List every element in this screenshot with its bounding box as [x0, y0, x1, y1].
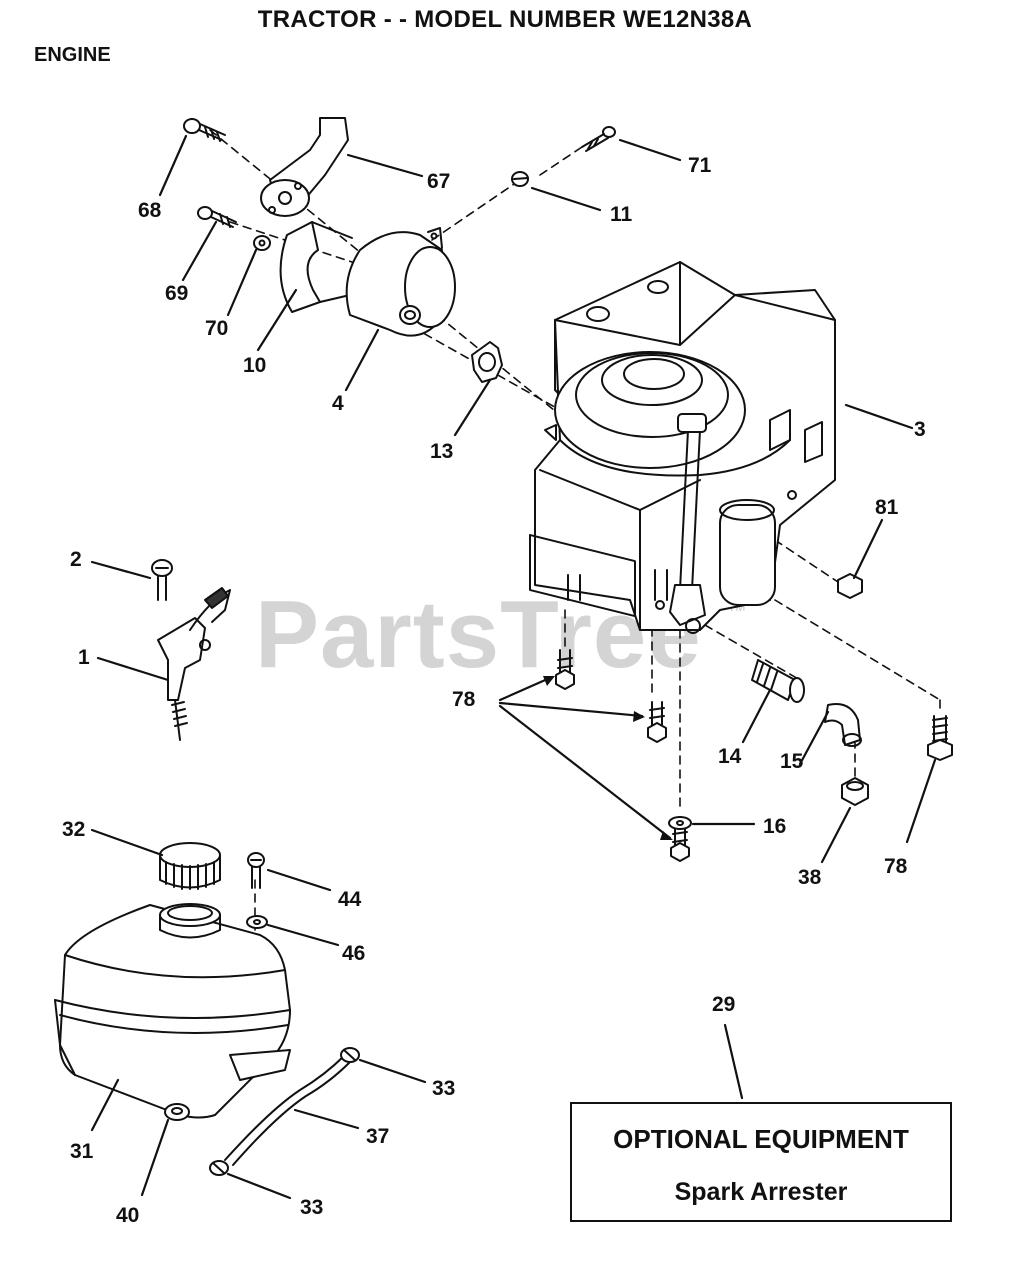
assembly-lines — [119, 129, 941, 1061]
lockwasher-11 — [511, 171, 529, 187]
part-label-16[interactable]: 16 — [763, 815, 787, 838]
part-label-38[interactable]: 38 — [798, 866, 822, 889]
part-label-2[interactable]: 2 — [70, 548, 82, 571]
part-label-40[interactable]: 40 — [116, 1204, 140, 1227]
part-label-29[interactable]: 29 — [712, 993, 736, 1016]
fuel-cap-32 — [159, 842, 221, 890]
muffler-4 — [345, 227, 456, 337]
screw-69 — [197, 206, 237, 228]
elbow-15 — [824, 703, 862, 747]
heat-shield-10 — [279, 221, 353, 313]
part-label-10[interactable]: 10 — [243, 354, 267, 377]
part-label-78-right[interactable]: 78 — [884, 855, 908, 878]
leader-lines — [90, 134, 937, 1200]
part-label-32[interactable]: 32 — [62, 818, 86, 841]
engine-assembly — [529, 261, 836, 634]
part-label-11[interactable]: 11 — [610, 203, 633, 226]
part-label-70[interactable]: 70 — [205, 317, 229, 340]
bushing-40 — [164, 1103, 190, 1121]
part-label-68[interactable]: 68 — [138, 199, 162, 222]
bolt-78-right — [927, 715, 953, 761]
throttle-control-1 — [157, 587, 231, 741]
fitting-14 — [751, 659, 805, 703]
washer-16 — [668, 816, 692, 830]
leader-arrowheads — [543, 676, 673, 840]
part-label-71[interactable]: 71 — [688, 154, 712, 177]
part-label-37[interactable]: 37 — [366, 1125, 390, 1148]
part-label-13[interactable]: 13 — [430, 440, 454, 463]
muffler-bracket — [260, 117, 349, 217]
part-label-46[interactable]: 46 — [342, 942, 366, 965]
part-label-78-bundle[interactable]: 78 — [452, 688, 476, 711]
gasket-13 — [471, 341, 503, 383]
optional-equipment-box[interactable]: OPTIONAL EQUIPMENT Spark Arrester — [570, 1102, 952, 1222]
fuel-tank-31 — [54, 903, 291, 1119]
page-title: TRACTOR - - MODEL NUMBER WE12N38A — [257, 6, 753, 33]
nut-81 — [837, 573, 863, 599]
screw-2 — [151, 559, 173, 601]
optional-equipment-item: Spark Arrester — [674, 1178, 848, 1206]
hose-clamp-33-bottom — [209, 1160, 229, 1176]
bolt-68 — [183, 118, 226, 142]
bolts-78-engine — [555, 649, 690, 862]
part-label-31[interactable]: 31 — [70, 1140, 94, 1163]
washer-70 — [253, 235, 271, 251]
part-label-69[interactable]: 69 — [165, 282, 189, 305]
part-label-4[interactable]: 4 — [332, 392, 344, 415]
part-label-33-bottom[interactable]: 33 — [300, 1196, 324, 1219]
part-label-44[interactable]: 44 — [338, 888, 362, 911]
optional-equipment-title: OPTIONAL EQUIPMENT — [613, 1124, 909, 1154]
washer-46 — [246, 915, 268, 929]
hose-clamp-33-top — [340, 1047, 360, 1063]
section-heading: ENGINE — [34, 44, 111, 66]
bolt-71 — [581, 126, 616, 152]
part-label-67[interactable]: 67 — [427, 170, 451, 193]
part-label-15[interactable]: 15 — [780, 750, 804, 773]
part-label-1[interactable]: 1 — [78, 646, 90, 669]
part-label-81[interactable]: 81 — [875, 496, 899, 519]
part-label-14[interactable]: 14 — [718, 745, 742, 768]
part-label-33-top[interactable]: 33 — [432, 1077, 456, 1100]
drain-nut-38 — [841, 777, 869, 806]
screw-44 — [247, 852, 265, 889]
fuel-line-37 — [224, 1054, 351, 1166]
part-label-3[interactable]: 3 — [914, 418, 926, 441]
